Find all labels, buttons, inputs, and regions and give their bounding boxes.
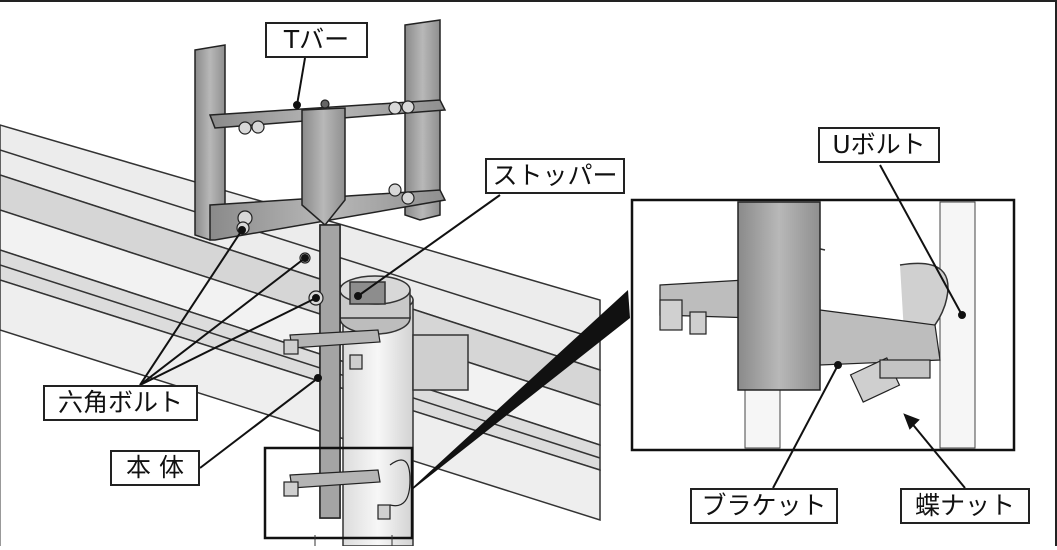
label-u-bolt: Uボルト — [818, 127, 940, 163]
leader-lines — [139, 57, 966, 489]
label-body: 本 体 — [110, 450, 200, 486]
label-hex-bolt: 六角ボルト — [43, 385, 198, 421]
detail-source-frame — [263, 446, 414, 540]
zoom-wedge — [412, 290, 630, 490]
label-bracket: ブラケット — [690, 488, 838, 524]
label-t-bar: Tバー — [265, 22, 368, 58]
small-brackets — [283, 329, 411, 520]
t-bar-part — [194, 19, 447, 519]
label-stopper: ストッパー — [485, 158, 625, 194]
zoom-inset — [630, 198, 1016, 452]
label-wing-nut: 蝶ナット — [900, 488, 1030, 524]
